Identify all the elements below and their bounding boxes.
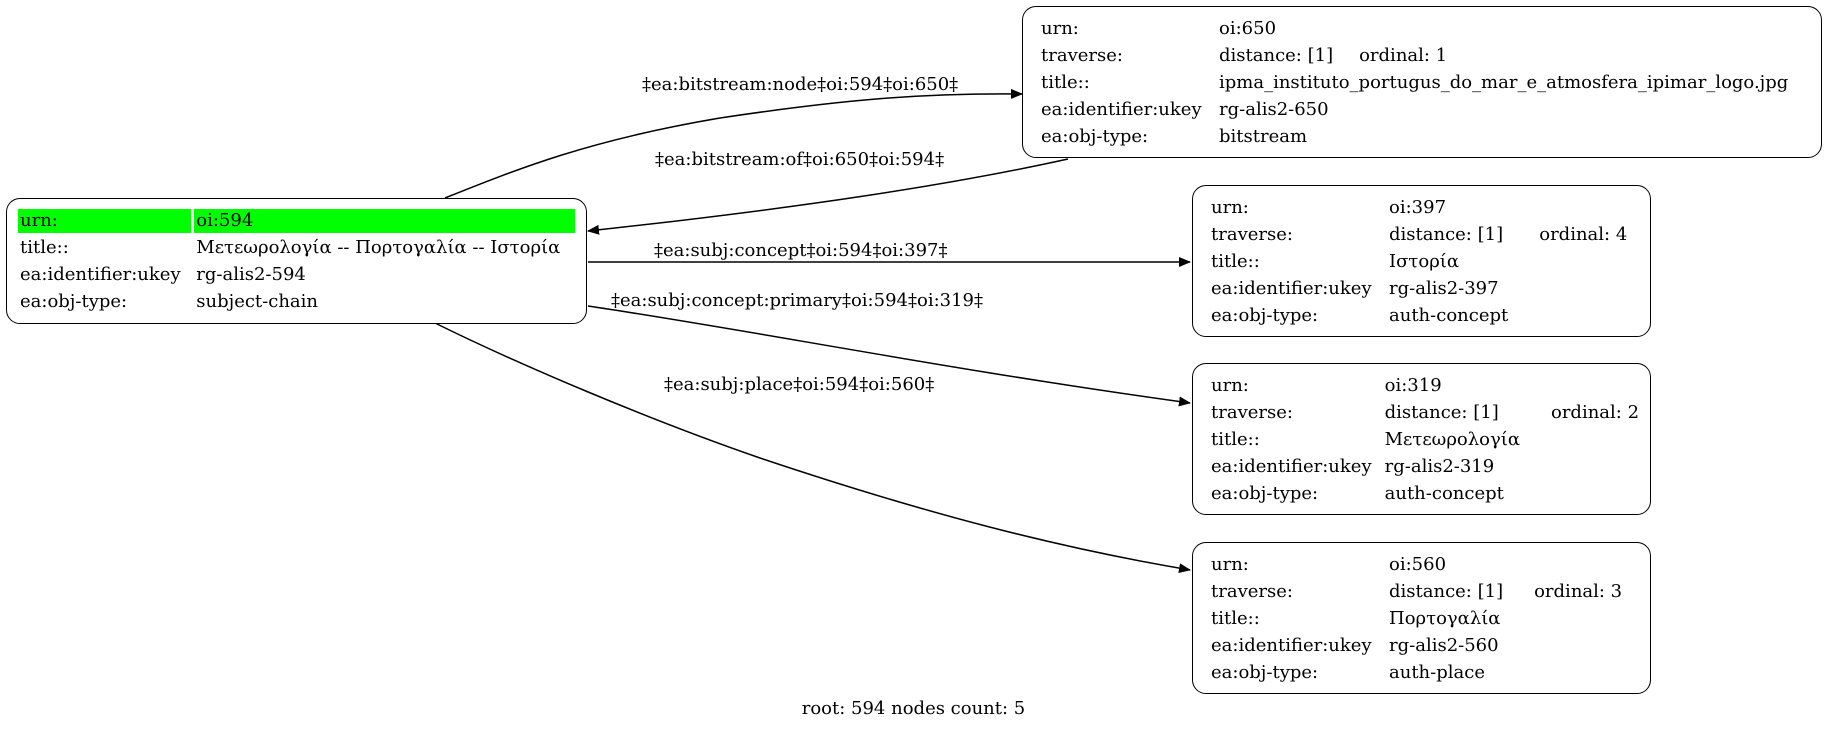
ukey-row: ea:identifier:ukey rg-alis2-319 bbox=[1209, 455, 1641, 479]
title-row: title:: Μετεωρολογία bbox=[1209, 428, 1641, 452]
node-oi-650[interactable]: urn: oi:650 traverse: distance: [1] ordin… bbox=[1022, 6, 1822, 158]
node-oi-650-table: urn: oi:650 traverse: distance: [1] ordin… bbox=[1036, 14, 1800, 152]
urn-key: urn: bbox=[1211, 554, 1249, 575]
node-oi-560-table: urn: oi:560 traverse: distance: [1] ordi… bbox=[1206, 550, 1627, 688]
urn-key: urn: bbox=[1211, 197, 1249, 218]
node-oi-594[interactable]: urn: oi:594 title:: Μετεωρολογία -- Πορτ… bbox=[6, 198, 587, 324]
type-key: ea:obj-type: bbox=[1211, 483, 1319, 504]
ukey-value: rg-alis2-560 bbox=[1389, 635, 1499, 656]
ukey-value: rg-alis2-319 bbox=[1384, 456, 1495, 477]
urn-row: urn: oi:560 bbox=[1209, 553, 1624, 577]
urn-row: urn: oi:319 bbox=[1209, 374, 1641, 398]
ukey-key: ea:identifier:ukey bbox=[20, 264, 181, 285]
traverse-row: traverse: distance: [1] ordinal: 2 bbox=[1209, 401, 1641, 425]
ordinal-value: ordinal: 4 bbox=[1539, 224, 1628, 245]
traverse-key: traverse: bbox=[1211, 224, 1293, 245]
edge-label-subj-concept-primary: ‡ea:subj:concept:primary‡oi:594‡oi:319‡ bbox=[611, 290, 983, 311]
type-value: subject-chain bbox=[196, 291, 319, 312]
urn-value: oi:560 bbox=[1389, 554, 1447, 575]
ordinal-value: ordinal: 2 bbox=[1550, 402, 1640, 423]
title-row: title:: Μετεωρολογία -- Πορτογαλία -- Ισ… bbox=[18, 236, 575, 260]
ukey-row: ea:identifier:ukey rg-alis2-560 bbox=[1209, 634, 1624, 658]
title-row: title:: Πορτογαλία bbox=[1209, 607, 1624, 631]
title-key: title:: bbox=[1211, 608, 1260, 629]
ukey-value: rg-alis2-594 bbox=[196, 264, 306, 285]
urn-value: oi:319 bbox=[1384, 375, 1442, 396]
distance-value: distance: [1] bbox=[1384, 402, 1499, 423]
type-value: bitstream bbox=[1219, 126, 1308, 147]
type-key: ea:obj-type: bbox=[1211, 305, 1319, 326]
title-value: Μετεωρολογία bbox=[1384, 429, 1520, 450]
ukey-key: ea:identifier:ukey bbox=[1041, 99, 1202, 120]
ordinal-value: ordinal: 3 bbox=[1534, 581, 1623, 602]
title-key: title:: bbox=[1211, 251, 1260, 272]
ukey-row: ea:identifier:ukey rg-alis2-650 bbox=[1039, 98, 1797, 122]
title-value: Πορτογαλία bbox=[1389, 608, 1501, 629]
distance-value: distance: [1] bbox=[1389, 224, 1504, 245]
ukey-row: ea:identifier:ukey rg-alis2-594 bbox=[18, 263, 575, 287]
ukey-value: rg-alis2-650 bbox=[1219, 99, 1329, 120]
node-oi-560[interactable]: urn: oi:560 traverse: distance: [1] ordi… bbox=[1192, 542, 1651, 694]
urn-value: oi:594 bbox=[194, 209, 575, 233]
title-row: title:: ipma_instituto_portugus_do_mar_e… bbox=[1039, 71, 1797, 95]
urn-key: urn: bbox=[1211, 375, 1249, 396]
title-key: title:: bbox=[20, 237, 69, 258]
type-key: ea:obj-type: bbox=[20, 291, 128, 312]
urn-value: oi:397 bbox=[1389, 197, 1447, 218]
edge-label-bitstream-node: ‡ea:bitstream:node‡oi:594‡oi:650‡ bbox=[642, 74, 959, 95]
urn-row: urn: oi:594 bbox=[18, 209, 575, 233]
ukey-key: ea:identifier:ukey bbox=[1211, 278, 1372, 299]
type-row: ea:obj-type: auth-concept bbox=[1209, 304, 1629, 328]
urn-key: urn: bbox=[1041, 18, 1079, 39]
edge-bitstream-node bbox=[444, 88, 1023, 199]
traverse-key: traverse: bbox=[1041, 45, 1123, 66]
ukey-key: ea:identifier:ukey bbox=[1211, 635, 1372, 656]
urn-row: urn: oi:650 bbox=[1039, 17, 1797, 41]
edge-label-bitstream-of: ‡ea:bitstream:of‡oi:650‡oi:594‡ bbox=[655, 149, 945, 170]
title-value: Ιστορία bbox=[1389, 251, 1459, 272]
edge-bitstream-of bbox=[587, 158, 1069, 235]
ukey-value: rg-alis2-397 bbox=[1389, 278, 1499, 299]
ordinal-value: ordinal: 1 bbox=[1359, 45, 1448, 66]
ukey-key: ea:identifier:ukey bbox=[1211, 456, 1372, 477]
urn-row: urn: oi:397 bbox=[1209, 196, 1629, 220]
node-oi-319[interactable]: urn: oi:319 traverse: distance: [1] ordi… bbox=[1192, 363, 1651, 515]
title-value: ipma_instituto_portugus_do_mar_e_atmosfe… bbox=[1219, 72, 1789, 93]
node-oi-594-table: urn: oi:594 title:: Μετεωρολογία -- Πορτ… bbox=[15, 206, 578, 317]
traverse-row: traverse: distance: [1] ordinal: 3 bbox=[1209, 580, 1624, 604]
distance-text: distance: [1] bbox=[1219, 45, 1334, 66]
type-row: ea:obj-type: subject-chain bbox=[18, 290, 575, 314]
traverse-key: traverse: bbox=[1211, 581, 1293, 602]
node-oi-397[interactable]: urn: oi:397 traverse: distance: [1] ordi… bbox=[1192, 185, 1651, 337]
edge-subj-concept-primary bbox=[587, 305, 1191, 407]
distance-value: distance: [1] bbox=[1389, 581, 1504, 602]
type-key: ea:obj-type: bbox=[1041, 126, 1149, 147]
type-value: auth-place bbox=[1389, 662, 1485, 683]
urn-key: urn: bbox=[18, 209, 192, 233]
traverse-row: traverse: distance: [1] ordinal: 4 bbox=[1209, 223, 1629, 247]
graph-footer: root: 594 nodes count: 5 bbox=[801, 698, 1026, 719]
type-value: auth-concept bbox=[1389, 305, 1509, 326]
traverse-key: traverse: bbox=[1211, 402, 1293, 423]
type-value: auth-concept bbox=[1384, 483, 1504, 504]
node-oi-397-table: urn: oi:397 traverse: distance: [1] ordi… bbox=[1206, 193, 1632, 331]
traverse-row: traverse: distance: [1] ordinal: 1 bbox=[1039, 44, 1797, 68]
title-key: title:: bbox=[1211, 429, 1260, 450]
ukey-row: ea:identifier:ukey rg-alis2-397 bbox=[1209, 277, 1629, 301]
type-row: ea:obj-type: auth-place bbox=[1209, 661, 1624, 685]
type-key: ea:obj-type: bbox=[1211, 662, 1319, 683]
edge-label-subj-place: ‡ea:subj:place‡oi:594‡oi:560‡ bbox=[664, 374, 935, 395]
title-key: title:: bbox=[1041, 72, 1090, 93]
urn-value: oi:650 bbox=[1219, 18, 1277, 39]
node-oi-319-table: urn: oi:319 traverse: distance: [1] ordi… bbox=[1206, 371, 1644, 509]
type-row: ea:obj-type: bitstream bbox=[1039, 125, 1797, 149]
edge-subj-place bbox=[434, 322, 1191, 574]
edge-label-subj-concept: ‡ea:subj:concept‡oi:594‡oi:397‡ bbox=[654, 240, 948, 261]
title-value: Μετεωρολογία -- Πορτογαλία -- Ιστορία bbox=[196, 237, 561, 258]
type-row: ea:obj-type: auth-concept bbox=[1209, 482, 1641, 506]
distance-value: distance: [1] ordinal: 1 bbox=[1217, 44, 1790, 68]
title-row: title:: Ιστορία bbox=[1209, 250, 1629, 274]
